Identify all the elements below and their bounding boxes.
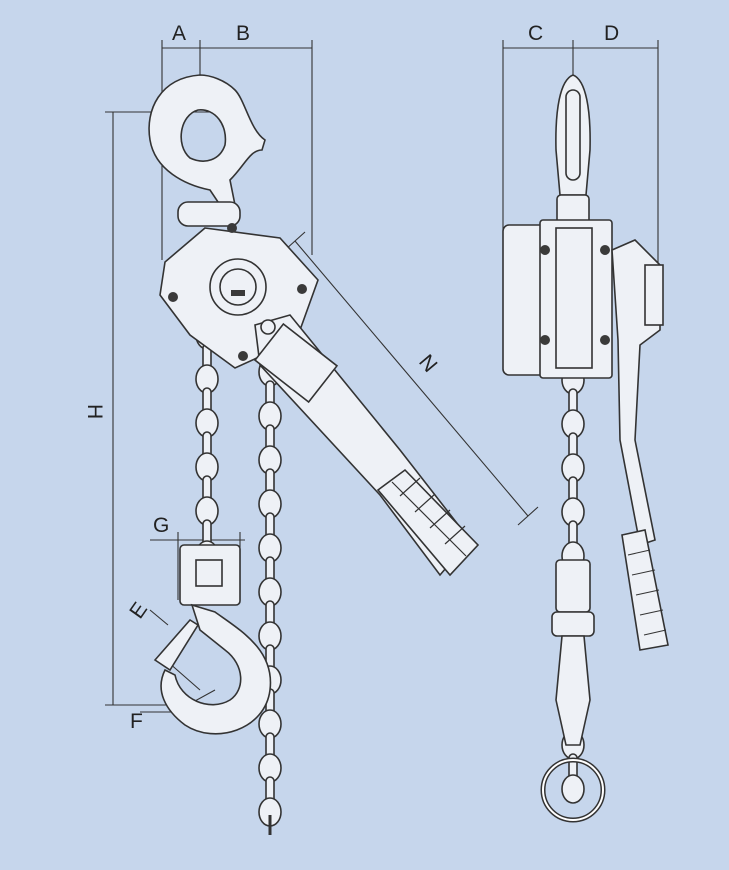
gear-hub bbox=[219, 268, 257, 306]
front-bottom-block bbox=[555, 559, 591, 613]
chains bbox=[195, 320, 585, 835]
top-hook-swivel bbox=[177, 201, 241, 227]
front-lever-grip bbox=[621, 529, 669, 651]
front-view-hoist bbox=[502, 74, 669, 823]
lever-grip bbox=[376, 468, 480, 577]
label-plate bbox=[253, 322, 339, 404]
dim-label-g: G bbox=[153, 514, 169, 537]
lock-icon bbox=[231, 290, 245, 296]
side-view-hoist bbox=[148, 74, 480, 735]
dim-label-a: A bbox=[172, 22, 186, 45]
dim-label-d: D bbox=[604, 22, 619, 45]
front-lower-chain-link bbox=[561, 774, 585, 804]
top-hook bbox=[148, 74, 266, 206]
bottom-hook bbox=[153, 603, 272, 735]
dim-label-n: N bbox=[414, 350, 441, 376]
dim-label-e: E bbox=[125, 598, 152, 623]
dim-label-c: C bbox=[528, 22, 543, 45]
dim-label-f: F bbox=[130, 710, 143, 733]
dim-label-h: H bbox=[83, 404, 106, 419]
front-bottom-hook bbox=[555, 635, 591, 746]
dim-label-b: B bbox=[236, 22, 250, 45]
